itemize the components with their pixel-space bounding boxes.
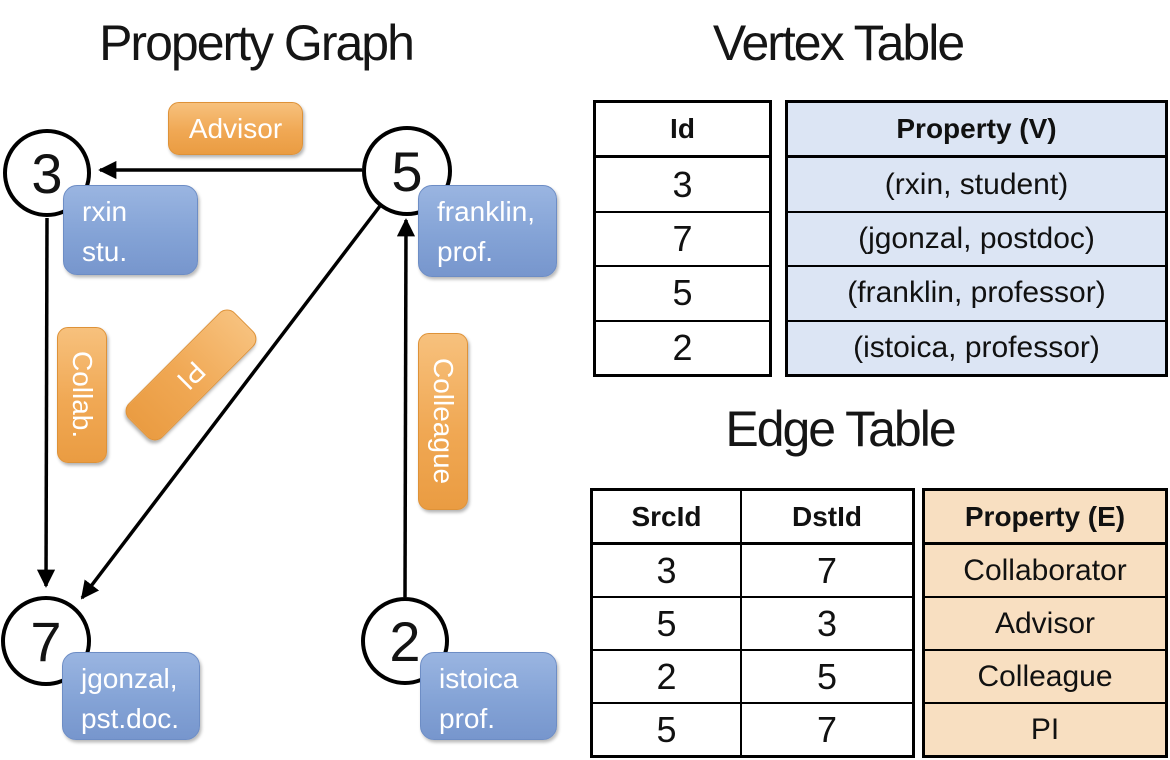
edge-table-header-srcid: SrcId xyxy=(593,491,742,542)
edge-table-header-row: SrcId DstId xyxy=(593,491,912,542)
table-cell: 5 xyxy=(816,655,838,697)
table-cell: Advisor xyxy=(925,596,1165,649)
edge-table-header-dstid: DstId xyxy=(792,500,862,532)
table-cell: (rxin, student) xyxy=(788,155,1165,211)
vertex-table-property-column: Property (V) (rxin, student) (jgonzal, p… xyxy=(785,100,1168,377)
property-line: istoica xyxy=(439,663,519,694)
table-row: 2 5 xyxy=(593,649,912,702)
edge-line-collaborator-3-to-7 xyxy=(36,217,56,588)
edge-label-collaborator: Collab. xyxy=(57,327,107,463)
property-line: stu. xyxy=(82,236,128,267)
table-cell: 7 xyxy=(816,708,838,750)
table-row: 5 3 xyxy=(593,596,912,649)
vertex-table-header-id: Id xyxy=(670,113,695,145)
node-property-box-franklin: franklin, prof. xyxy=(418,185,557,277)
vertex-node-5: 5 xyxy=(362,126,452,216)
table-cell: 3 xyxy=(596,155,769,210)
vertex-id-label: 5 xyxy=(391,139,423,203)
node-property-box-jgonzal: jgonzal, pst.doc. xyxy=(62,652,200,740)
table-cell: (franklin, professor) xyxy=(788,265,1165,320)
edge-line-pi-5-to-7 xyxy=(80,204,382,600)
edge-table-header-property: Property (E) xyxy=(925,491,1165,542)
property-graph-title: Property Graph xyxy=(99,15,415,71)
table-cell: 3 xyxy=(593,545,742,596)
table-cell: (istoica, professor) xyxy=(788,319,1165,375)
vertex-table-title: Vertex Table xyxy=(712,15,965,71)
property-line: jgonzal, xyxy=(81,663,178,694)
property-line: pst.doc. xyxy=(81,703,180,734)
edge-line-colleague-2-to-5 xyxy=(396,218,416,598)
vertex-node-2: 2 xyxy=(361,597,449,685)
vertex-id-label: 7 xyxy=(30,609,62,673)
edge-label-colleague: Colleague xyxy=(418,333,468,510)
table-cell: 5 xyxy=(593,598,742,649)
table-cell: 2 xyxy=(593,651,742,702)
edge-table-id-columns: SrcId DstId 3 7 5 3 2 5 5 7 xyxy=(590,488,915,758)
table-cell: 2 xyxy=(596,319,769,374)
property-line: franklin, xyxy=(437,196,536,227)
vertex-table-id-column: Id 3 7 5 2 xyxy=(593,100,772,377)
property-line: rxin xyxy=(82,196,128,227)
edge-label-advisor: Advisor xyxy=(168,102,303,155)
table-cell: 7 xyxy=(816,549,838,591)
table-cell: PI xyxy=(925,702,1165,755)
table-cell: (jgonzal, postdoc) xyxy=(788,210,1165,266)
vertex-id-label: 3 xyxy=(31,141,63,205)
vertex-table-header-property: Property (V) xyxy=(788,103,1165,156)
table-cell: 7 xyxy=(596,210,769,265)
table-row: 5 7 xyxy=(593,702,912,755)
node-property-box-rxin: rxin stu. xyxy=(63,185,198,275)
property-line: prof. xyxy=(439,703,496,734)
table-cell: Colleague xyxy=(925,649,1165,702)
edge-table-property-column: Property (E) Collaborator Advisor Collea… xyxy=(922,488,1168,758)
vertex-id-label: 2 xyxy=(389,609,421,673)
table-cell: Collaborator xyxy=(925,542,1165,596)
table-cell: 5 xyxy=(596,265,769,319)
node-property-box-istoica: istoica prof. xyxy=(420,652,557,740)
table-row: 3 7 xyxy=(593,542,912,596)
table-cell: 5 xyxy=(593,704,742,755)
edge-table-title: Edge Table xyxy=(725,401,956,457)
table-cell: 3 xyxy=(816,602,838,644)
graph-edges-layer xyxy=(36,160,416,600)
property-line: prof. xyxy=(437,236,494,267)
